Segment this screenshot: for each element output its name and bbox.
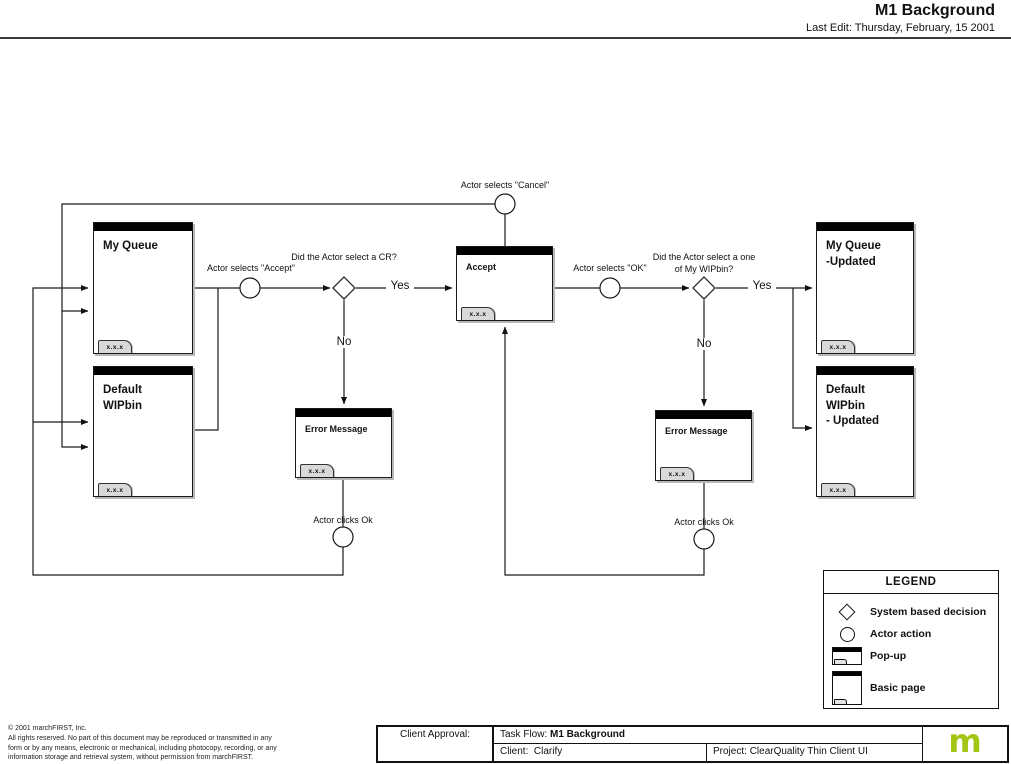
popup-icon (832, 647, 862, 665)
actor-selects-cancel-circle (494, 193, 516, 215)
node-default-wipbin-updated: Default WIPbin - Updated x.x.x (816, 366, 914, 497)
page-ref-tab: x.x.x (98, 340, 132, 353)
decision-diamond-left (332, 276, 356, 300)
actor-clicks-ok-left-circle (332, 526, 354, 548)
node-accept: Accept x.x.x (456, 246, 553, 321)
label-did-actor-select-wipbin: Did the Actor select a one of My WIPbin? (652, 252, 756, 274)
label-actor-selects-accept: Actor selects "Accept" (207, 263, 295, 273)
copyright-text: © 2001 marchFIRST, Inc. All rights reser… (8, 725, 277, 762)
label-yes-left: Yes (386, 280, 414, 292)
label-yes-right: Yes (748, 280, 776, 292)
node-error-message-right: Error Message x.x.x (655, 410, 752, 481)
page-ref-tab: x.x.x (821, 340, 855, 353)
node-error-message-left: Error Message x.x.x (295, 408, 392, 478)
legend-item-label: System based decision (870, 606, 987, 618)
page-ref-tab: x.x.x (98, 483, 132, 496)
page-ref-tab: x.x.x (660, 467, 694, 480)
window-titlebar (656, 411, 751, 419)
legend-item-label: Pop-up (870, 650, 907, 662)
node-default-wipbin: Default WIPbin x.x.x (93, 366, 193, 497)
marchfirst-logo: m (922, 722, 1007, 761)
basic-page-icon (832, 671, 862, 705)
marchfirst-logo-letter: m (948, 722, 982, 760)
node-title: My Queue (826, 240, 881, 252)
legend-item-label: Actor action (870, 628, 932, 640)
label-actor-clicks-ok-right: Actor clicks Ok (674, 517, 734, 527)
last-edit-text: Last Edit: Thursday, February, 15 2001 (806, 22, 995, 34)
window-titlebar (457, 247, 552, 255)
project-cell: Project: ClearQuality Thin Client UI (713, 746, 868, 757)
window-titlebar (817, 223, 913, 231)
legend-item-popup: Pop-up (824, 646, 998, 666)
node-title: Default WIPbin (103, 384, 142, 412)
page-ref-tab: x.x.x (300, 464, 334, 477)
node-title: Error Message (665, 426, 728, 436)
legend-item-actor-action: Actor action (824, 624, 998, 644)
page-ref-tab: x.x.x (461, 307, 495, 320)
page-ref-tab: x.x.x (821, 483, 855, 496)
node-title: Accept (466, 262, 497, 272)
title-block-table: Client Approval: Task Flow: M1 Backgroun… (376, 725, 1009, 763)
window-titlebar (94, 367, 192, 375)
node-title: Default WIPbin (826, 384, 865, 412)
actor-clicks-ok-right-circle (693, 528, 715, 550)
legend-title: LEGEND (824, 571, 998, 594)
task-flow-cell: Task Flow: M1 Background (494, 727, 922, 744)
actor-action-circle-icon (839, 626, 855, 642)
legend-box: LEGEND System based decision Actor actio… (823, 570, 999, 709)
node-subtitle: - Updated (826, 415, 880, 428)
legend-item-decision: System based decision (824, 602, 998, 622)
window-titlebar (296, 409, 391, 417)
decision-diamond-right (692, 276, 716, 300)
legend-item-label: Basic page (870, 682, 926, 694)
decision-diamond-icon (838, 603, 856, 621)
page-title: M1 Background (874, 2, 995, 19)
node-subtitle: -Updated (826, 255, 876, 268)
node-my-queue: My Queue x.x.x (93, 222, 193, 354)
label-actor-selects-ok: Actor selects "OK" (573, 263, 647, 273)
node-my-queue-updated: My Queue -Updated x.x.x (816, 222, 914, 354)
legend-item-basic-page: Basic page (824, 670, 998, 706)
node-title: My Queue (103, 240, 158, 252)
label-actor-selects-cancel: Actor selects "Cancel" (460, 180, 550, 190)
window-titlebar (817, 367, 913, 375)
label-did-actor-select-cr: Did the Actor select a CR? (291, 252, 397, 262)
header-divider (0, 37, 1011, 39)
actor-selects-ok-circle (599, 277, 621, 299)
window-titlebar (94, 223, 192, 231)
label-no-left: No (330, 336, 358, 348)
node-title: Error Message (305, 424, 368, 434)
label-actor-clicks-ok-left: Actor clicks Ok (313, 515, 373, 525)
client-cell: Client: Clarify (494, 744, 707, 761)
client-approval-cell: Client Approval: (378, 727, 494, 761)
actor-selects-accept-circle (239, 277, 261, 299)
label-no-right: No (690, 338, 718, 350)
